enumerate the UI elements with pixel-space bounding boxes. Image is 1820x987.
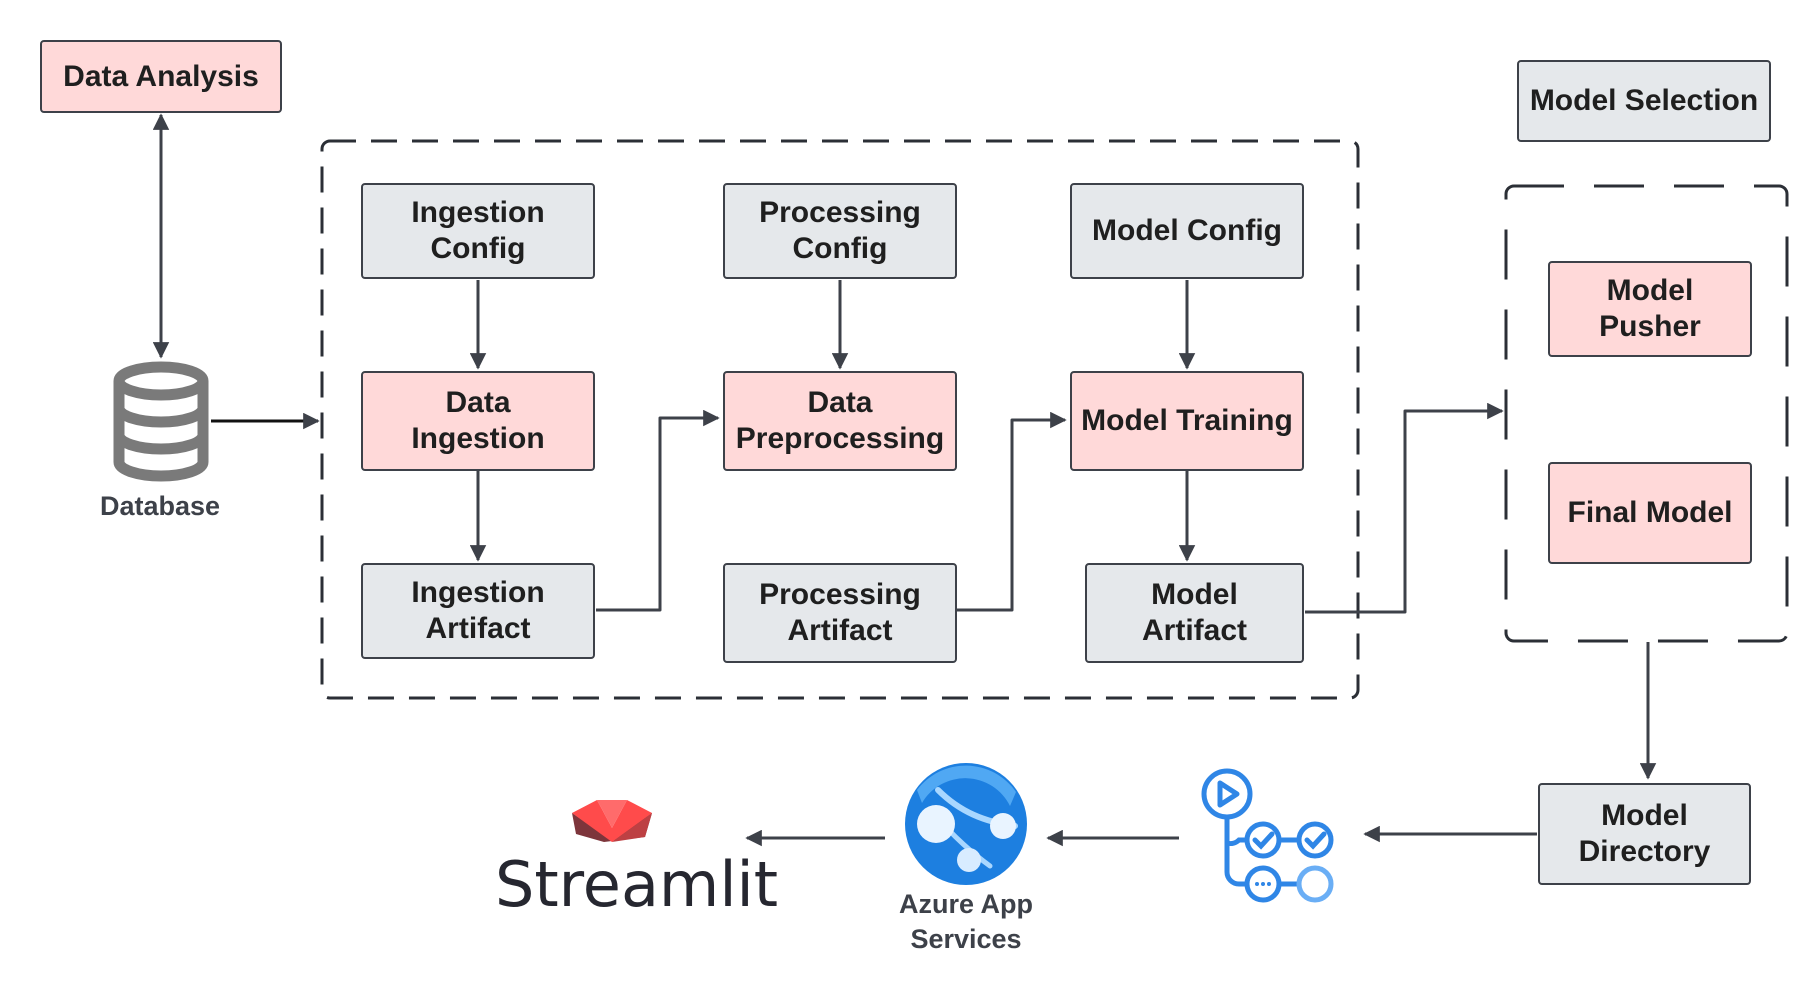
azure-app-services-label: Azure App Services	[899, 889, 1033, 954]
processing-artifact-to-training-arrow	[957, 411, 1067, 612]
model-config-box: Model Config	[1070, 183, 1304, 279]
database-icon	[113, 361, 209, 482]
model-directory-box: Model Directory	[1538, 783, 1751, 885]
processing-config-box: Processing Config	[723, 183, 957, 279]
processing-artifact-box: Processing Artifact	[723, 563, 957, 663]
deployment-group	[1504, 184, 1789, 643]
model-artifact-box: Model Artifact	[1085, 563, 1304, 663]
azure-app-services-icon	[905, 763, 1027, 885]
model-pusher-box: Model Pusher	[1548, 261, 1752, 357]
ingestion-artifact-box: Ingestion Artifact	[361, 563, 595, 659]
streamlit-logo-icon	[572, 800, 652, 842]
model-selection-box: Model Selection	[1517, 60, 1771, 142]
data-analysis-box: Data Analysis	[40, 40, 282, 113]
streamlit-wordmark: Streamlit	[495, 848, 779, 921]
data-preprocessing-box: Data Preprocessing	[723, 371, 957, 471]
ingestion-config-box: Ingestion Config	[361, 183, 595, 279]
final-model-box: Final Model	[1548, 462, 1752, 564]
model-training-box: Model Training	[1070, 371, 1304, 471]
github-actions-icon	[1201, 768, 1334, 903]
database-label: Database	[99, 491, 221, 521]
data-ingestion-box: Data Ingestion	[361, 371, 595, 471]
pipeline-group	[320, 139, 1360, 700]
ingestion-artifact-to-preprocessing-arrow	[596, 409, 720, 612]
model-artifact-to-deployment-arrow	[1305, 402, 1504, 614]
